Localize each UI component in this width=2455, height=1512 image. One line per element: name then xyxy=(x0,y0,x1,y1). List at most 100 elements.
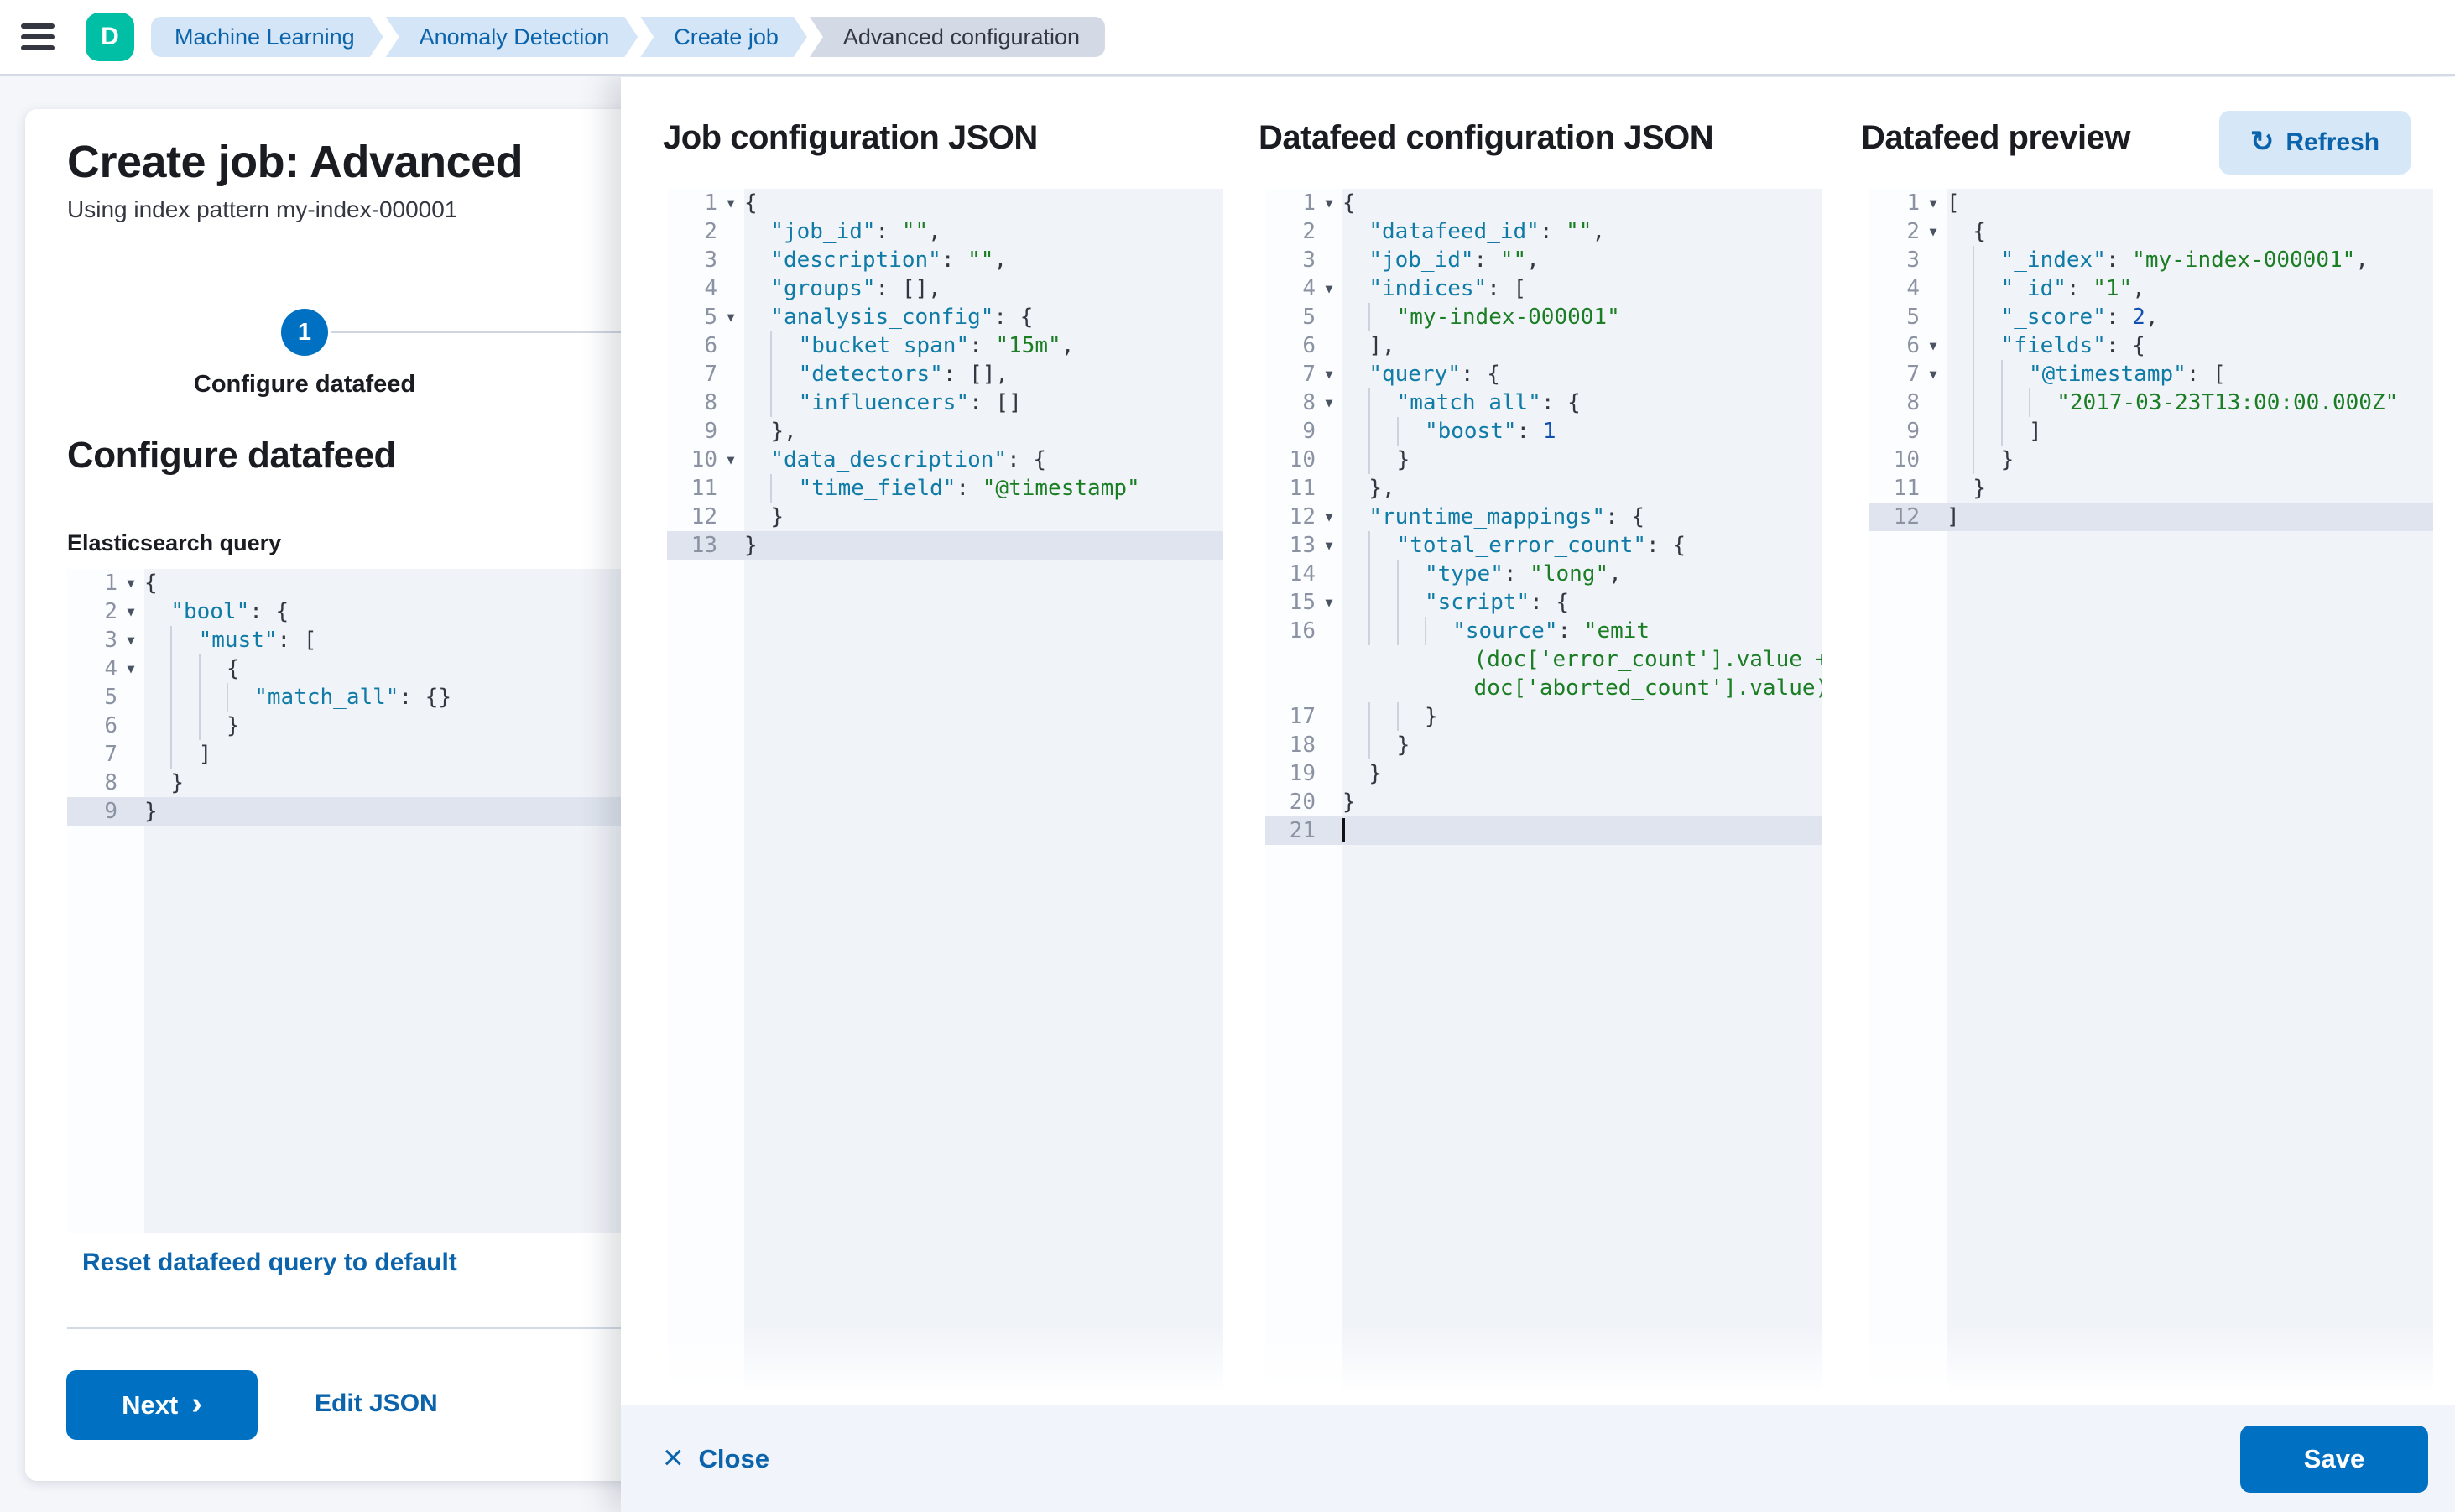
code-line[interactable]: 5 "match_all": {} xyxy=(67,683,671,712)
code-line[interactable]: 6 } xyxy=(67,712,671,740)
elasticsearch-query-editor[interactable]: 1▼{2▼ "bool": {3▼ "must": [4▼ {5 "match_… xyxy=(67,569,671,1233)
code-line[interactable]: 11 "time_field": "@timestamp" xyxy=(667,474,1223,503)
code-line[interactable]: 20} xyxy=(1265,788,1822,816)
code-line[interactable]: 1▼{ xyxy=(667,189,1223,217)
job-configuration-json-editor[interactable]: 1▼{2 "job_id": "",3 "description": "",4 … xyxy=(667,189,1223,1405)
code-line[interactable]: 6▼ "fields": { xyxy=(1869,331,2433,360)
code-line[interactable]: 2▼ { xyxy=(1869,217,2433,246)
fold-gutter xyxy=(1920,474,1947,503)
code-line[interactable]: 2▼ "bool": { xyxy=(67,597,671,626)
code-line[interactable]: 3 "_index": "my-index-000001", xyxy=(1869,246,2433,274)
code-line[interactable]: 6 "bucket_span": "15m", xyxy=(667,331,1223,360)
code-line[interactable]: 10▼ "data_description": { xyxy=(667,446,1223,474)
save-button[interactable]: Save xyxy=(2240,1426,2428,1493)
code-line[interactable]: 1▼{ xyxy=(1265,189,1822,217)
fold-arrow-icon[interactable]: ▼ xyxy=(1929,224,1937,239)
step-1-indicator[interactable]: 1 xyxy=(281,309,328,356)
fold-arrow-icon[interactable]: ▼ xyxy=(127,604,135,619)
next-button[interactable]: Next › xyxy=(66,1370,258,1440)
code-line[interactable]: 8 "2017-03-23T13:00:00.000Z" xyxy=(1869,388,2433,417)
code-line[interactable]: 9} xyxy=(67,797,671,826)
fold-arrow-icon[interactable]: ▼ xyxy=(1325,509,1333,524)
fold-arrow-icon[interactable]: ▼ xyxy=(727,452,735,467)
fold-arrow-icon[interactable]: ▼ xyxy=(1929,338,1937,353)
code-line[interactable]: 11 } xyxy=(1869,474,2433,503)
code-line[interactable]: 3 "job_id": "", xyxy=(1265,246,1822,274)
line-number xyxy=(1265,645,1316,674)
code-line[interactable]: 7 ] xyxy=(67,740,671,769)
code-line[interactable]: 7▼ "@timestamp": [ xyxy=(1869,360,2433,388)
fold-arrow-icon[interactable]: ▼ xyxy=(1929,367,1937,382)
code-line[interactable]: (doc['error_count'].value + xyxy=(1265,645,1822,674)
fold-arrow-icon[interactable]: ▼ xyxy=(1325,367,1333,382)
fold-arrow-icon[interactable]: ▼ xyxy=(127,661,135,676)
code-line[interactable]: 7▼ "query": { xyxy=(1265,360,1822,388)
code-line[interactable]: 12▼ "runtime_mappings": { xyxy=(1265,503,1822,531)
fold-arrow-icon[interactable]: ▼ xyxy=(1325,595,1333,610)
fold-arrow-icon[interactable]: ▼ xyxy=(1325,395,1333,410)
fold-gutter xyxy=(717,274,744,303)
code-line[interactable]: 1▼{ xyxy=(67,569,671,597)
code-line[interactable]: 12 } xyxy=(667,503,1223,531)
avatar[interactable]: D xyxy=(86,13,134,61)
code-line[interactable]: 5▼ "analysis_config": { xyxy=(667,303,1223,331)
code-line[interactable]: 12] xyxy=(1869,503,2433,531)
breadcrumb: Machine Learning Anomaly Detection Creat… xyxy=(151,17,1108,57)
fold-arrow-icon[interactable]: ▼ xyxy=(1325,196,1333,211)
fold-arrow-icon[interactable]: ▼ xyxy=(1929,196,1937,211)
datafeed-preview-editor[interactable]: 1▼[2▼ {3 "_index": "my-index-000001",4 "… xyxy=(1869,189,2433,1405)
code-line[interactable]: 3 "description": "", xyxy=(667,246,1223,274)
fold-arrow-icon[interactable]: ▼ xyxy=(727,196,735,211)
code-line[interactable]: 4▼ { xyxy=(67,654,671,683)
breadcrumb-anomaly-detection[interactable]: Anomaly Detection xyxy=(386,17,639,57)
fold-arrow-icon[interactable]: ▼ xyxy=(1325,538,1333,553)
code-line[interactable]: 8 "influencers": [] xyxy=(667,388,1223,417)
code-line[interactable]: doc['aborted_count'].value)" xyxy=(1265,674,1822,702)
fold-arrow-icon[interactable]: ▼ xyxy=(127,633,135,648)
breadcrumb-create-job[interactable]: Create job xyxy=(640,17,807,57)
code-line[interactable]: 4▼ "indices": [ xyxy=(1265,274,1822,303)
code-line[interactable]: 8 } xyxy=(67,769,671,797)
code-line[interactable]: 16 "source": "emit xyxy=(1265,617,1822,645)
code-line[interactable]: 5 "my-index-000001" xyxy=(1265,303,1822,331)
code-line[interactable]: 13} xyxy=(667,531,1223,560)
fold-gutter xyxy=(117,683,144,712)
code-line[interactable]: 3▼ "must": [ xyxy=(67,626,671,654)
chevron-right-icon: › xyxy=(191,1385,202,1421)
breadcrumb-machine-learning[interactable]: Machine Learning xyxy=(151,17,383,57)
line-number: 19 xyxy=(1289,761,1316,786)
code-line[interactable]: 13▼ "total_error_count": { xyxy=(1265,531,1822,560)
code-line[interactable]: 9 "boost": 1 xyxy=(1265,417,1822,446)
code-line[interactable]: 6 ], xyxy=(1265,331,1822,360)
code-line[interactable]: 11 }, xyxy=(1265,474,1822,503)
code-text: } xyxy=(1947,446,2433,474)
code-line[interactable]: 15▼ "script": { xyxy=(1265,588,1822,617)
code-line[interactable]: 4 "_id": "1", xyxy=(1869,274,2433,303)
reset-datafeed-query-link[interactable]: Reset datafeed query to default xyxy=(82,1249,457,1276)
edit-json-link[interactable]: Edit JSON xyxy=(315,1389,438,1417)
code-line[interactable]: 1▼[ xyxy=(1869,189,2433,217)
code-line[interactable]: 2 "job_id": "", xyxy=(667,217,1223,246)
code-line[interactable]: 19 } xyxy=(1265,759,1822,788)
fold-arrow-icon[interactable]: ▼ xyxy=(1325,281,1333,296)
datafeed-configuration-json-editor[interactable]: 1▼{2 "datafeed_id": "",3 "job_id": "",4▼… xyxy=(1265,189,1822,1405)
code-line[interactable]: 5 "_score": 2, xyxy=(1869,303,2433,331)
refresh-button[interactable]: ↻ Refresh xyxy=(2219,111,2411,175)
code-line[interactable]: 4 "groups": [], xyxy=(667,274,1223,303)
code-line[interactable]: 8▼ "match_all": { xyxy=(1265,388,1822,417)
fold-arrow-icon[interactable]: ▼ xyxy=(727,310,735,325)
fold-arrow-icon[interactable]: ▼ xyxy=(127,576,135,591)
code-line[interactable]: 17 } xyxy=(1265,702,1822,731)
code-line[interactable]: 9 ] xyxy=(1869,417,2433,446)
code-line[interactable]: 10 } xyxy=(1869,446,2433,474)
code-line[interactable]: 2 "datafeed_id": "", xyxy=(1265,217,1822,246)
hamburger-menu-icon[interactable] xyxy=(0,0,76,74)
code-line[interactable]: 9 }, xyxy=(667,417,1223,446)
code-line[interactable]: 21 xyxy=(1265,816,1822,845)
code-line[interactable]: 7 "detectors": [], xyxy=(667,360,1223,388)
code-line[interactable]: 18 } xyxy=(1265,731,1822,759)
line-number: 2 xyxy=(104,599,117,624)
code-line[interactable]: 14 "type": "long", xyxy=(1265,560,1822,588)
code-line[interactable]: 10 } xyxy=(1265,446,1822,474)
close-button[interactable]: × Close xyxy=(663,1439,769,1475)
